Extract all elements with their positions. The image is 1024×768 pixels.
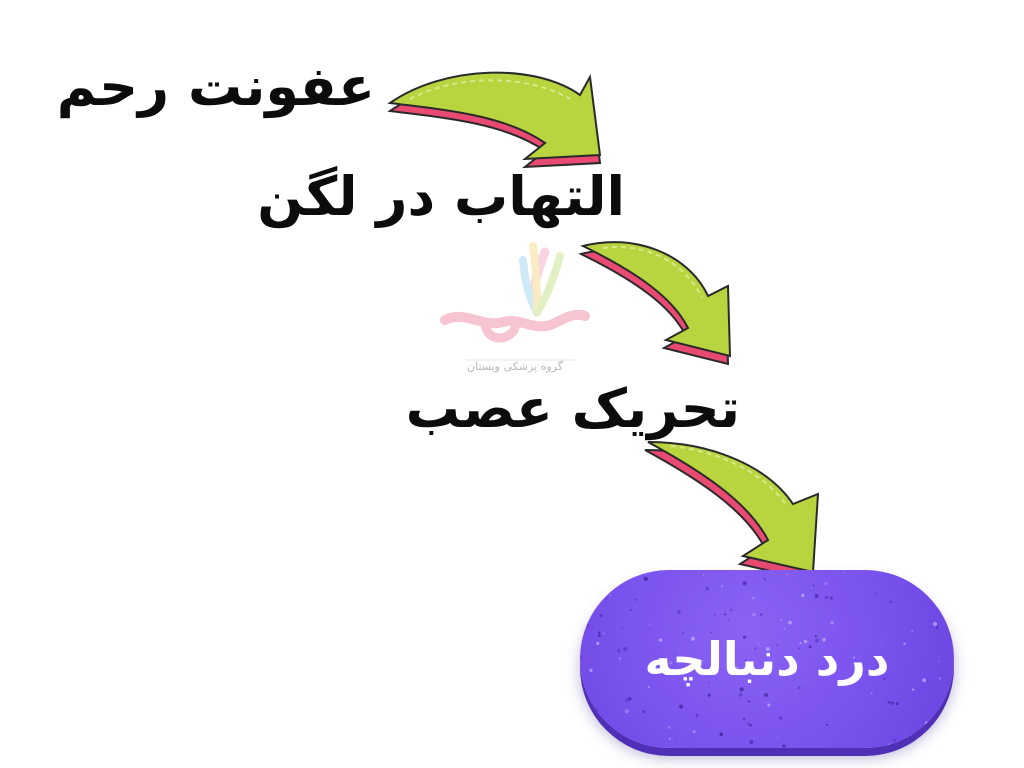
result-pill: درد دنبالچه — [580, 570, 954, 748]
step-2-label: التهاب در لگن — [257, 165, 625, 228]
watermark-logo — [440, 242, 590, 361]
speckle-texture — [580, 570, 944, 748]
curved-arrow-icon — [387, 71, 602, 169]
step-3-label: تحریک عصب — [405, 377, 740, 440]
curved-arrow-icon — [644, 441, 820, 582]
curved-arrow-icon — [578, 241, 732, 366]
step-1-label: عفونت رحم — [56, 55, 375, 118]
watermark-caption: گروه پزشکی ویستان — [467, 360, 563, 373]
result-label: درد دنبالچه — [644, 632, 890, 686]
